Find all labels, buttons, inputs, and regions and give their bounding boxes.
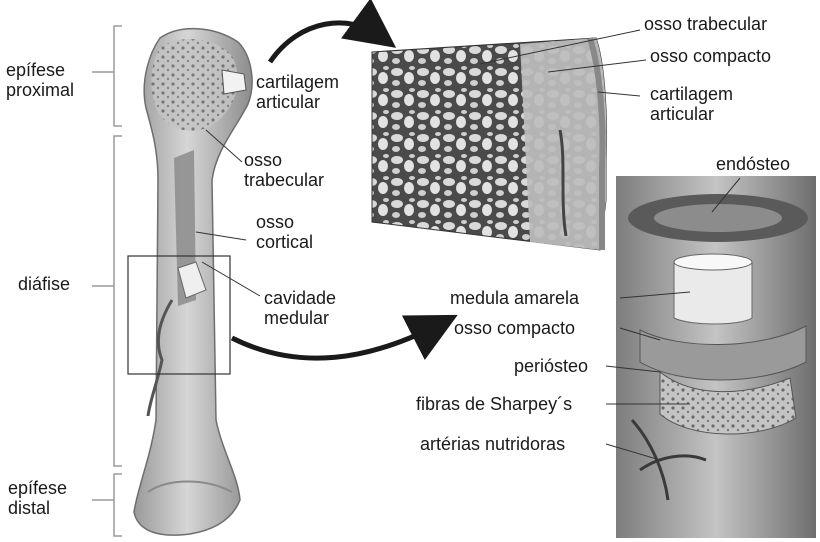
label-cartilagem-right-line2: articular [650,104,733,124]
label-cavidade-medular: cavidade medular [264,288,336,328]
label-osso-trabecular-left-line1: osso [244,150,324,170]
label-epifise-distal-line2: distal [8,498,67,518]
label-cartilagem-articular-left: cartilagem articular [256,72,339,112]
label-epifise-proximal: epífese proximal [6,60,74,100]
arrow-to-trabecular-block [270,23,380,62]
label-epifise-distal: epífese distal [8,478,67,518]
label-osso-trabecular-left: osso trabecular [244,150,324,190]
label-cartilagem-left-line2: articular [256,92,339,112]
label-fibras-sharpey: fibras de Sharpey´s [416,394,572,414]
bracket-diafise [114,136,122,466]
label-cartilagem-left-line1: cartilagem [256,72,339,92]
long-bone [134,29,252,536]
label-arterias-nutridoras: artérias nutridoras [420,434,565,454]
arrow-to-cylinder [232,324,440,358]
label-osso-compacto-mid: osso compacto [454,318,575,338]
label-endosteo: endósteo [716,154,790,174]
cylinder-block [616,176,816,538]
label-osso-cortical: osso cortical [256,212,313,252]
label-epifise-proximal-line2: proximal [6,80,74,100]
bracket-epifise-proximal [114,26,122,126]
label-medula-amarela: medula amarela [450,288,579,308]
endosteum-ring [654,204,782,232]
label-diafise: diáfise [18,274,70,294]
cartilage-notch [222,70,246,94]
label-osso-cortical-line1: osso [256,212,313,232]
label-osso-cortical-line2: cortical [256,232,313,252]
label-cartilagem-articular-right: cartilagem articular [650,84,733,124]
label-cavidade-line2: medular [264,308,336,328]
region-brackets [92,26,122,536]
label-cavidade-line1: cavidade [264,288,336,308]
label-osso-trabecular-right: osso trabecular [644,14,767,34]
label-epifise-distal-line1: epífese [8,478,67,498]
label-epifise-proximal-line1: epífese [6,60,74,80]
marrow-top [674,254,752,270]
bracket-epifise-distal [114,474,122,536]
label-periosteo: periósteo [514,356,588,376]
label-osso-trabecular-left-line2: trabecular [244,170,324,190]
label-cartilagem-right-line1: cartilagem [650,84,733,104]
label-osso-compacto-top: osso compacto [650,46,771,66]
trabecular-block [372,38,607,250]
